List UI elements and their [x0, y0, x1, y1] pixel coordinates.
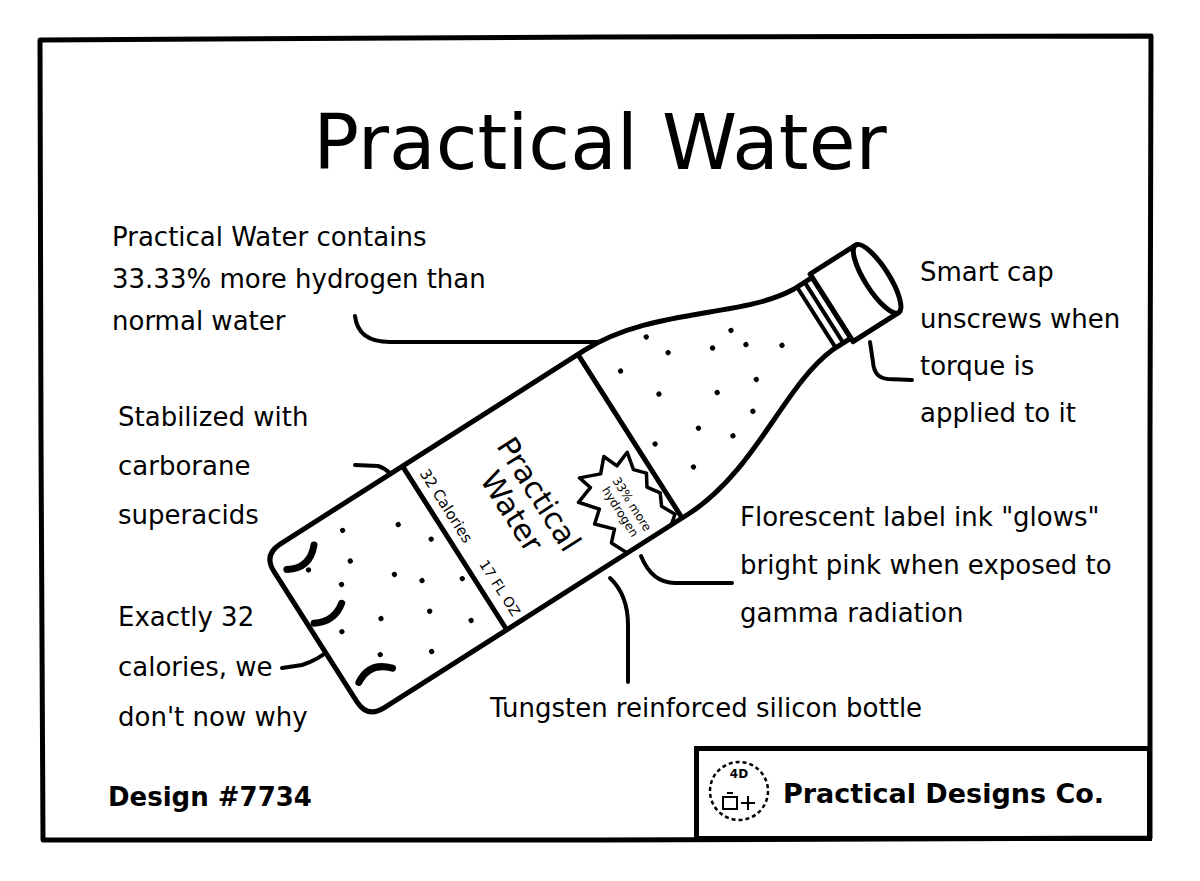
bubble-dot: [709, 344, 716, 351]
bubble-dot: [377, 615, 384, 622]
design-number: Design #7734: [108, 779, 408, 815]
logo-text: 4D: [707, 768, 771, 780]
brand-box: Practical Designs Co. 4D: [694, 746, 1152, 841]
bubble-dot: [652, 440, 659, 447]
bubble-dot: [347, 557, 354, 564]
title-text: Practical Water: [0, 97, 1200, 188]
leader-line: [641, 556, 732, 583]
bubble-dot: [426, 608, 433, 615]
bubble-dot: [377, 651, 384, 658]
company-name: Practical Designs Co.: [783, 777, 1104, 811]
bubble-dot: [338, 581, 345, 588]
callout-text: Practical Water contains 33.33% more hyd…: [112, 216, 512, 342]
callout-text: Stabilized with carborane superacids: [118, 393, 343, 540]
bubble-dot: [428, 648, 435, 655]
bubble-dot: [338, 628, 345, 635]
bubble-dot: [459, 575, 466, 582]
bubble-dot: [391, 571, 398, 578]
bubble-dot: [305, 566, 312, 573]
bubble-dot: [753, 376, 760, 383]
bubble-dot: [714, 389, 721, 396]
callout-text: Tungsten reinforced silicon bottle: [490, 690, 960, 726]
bubble-dot: [418, 577, 425, 584]
bubble-dot: [339, 527, 346, 534]
logo-circle: 4D: [707, 759, 771, 823]
starburst-text: 33% more hydrogen: [596, 472, 655, 543]
callout-text: Smart cap unscrews when torque is applie…: [920, 249, 1130, 437]
callout-text: Exactly 32 calories, we don't now why: [118, 592, 313, 742]
bubble-dot: [395, 521, 402, 528]
bubble-dot: [428, 536, 435, 543]
bottle-feet: [279, 545, 393, 691]
leader-line: [870, 342, 912, 380]
logo-sketch: [723, 793, 755, 810]
bubble-dot: [617, 368, 624, 375]
bubble-dot: [778, 342, 785, 349]
bubble-dot: [749, 408, 756, 415]
bubble-dot: [665, 349, 672, 356]
bubble-dot: [695, 425, 702, 432]
leader-line: [355, 316, 622, 342]
cap-top: [846, 239, 909, 319]
bubble-dot: [742, 341, 749, 348]
label-band-edge: [402, 354, 682, 629]
leader-line: [610, 578, 628, 682]
callout-text: Florescent label ink "glows" bright pink…: [740, 493, 1160, 637]
bubble-dot: [727, 327, 734, 334]
bubble-dot: [643, 333, 650, 340]
bottle-outline: [263, 226, 883, 718]
bubble-dot: [655, 391, 662, 398]
bottle-brand-text: Practical Water: [452, 415, 597, 593]
bubble-dot: [729, 432, 736, 439]
bubble-dot: [690, 463, 697, 470]
bubble-dot: [468, 617, 475, 624]
